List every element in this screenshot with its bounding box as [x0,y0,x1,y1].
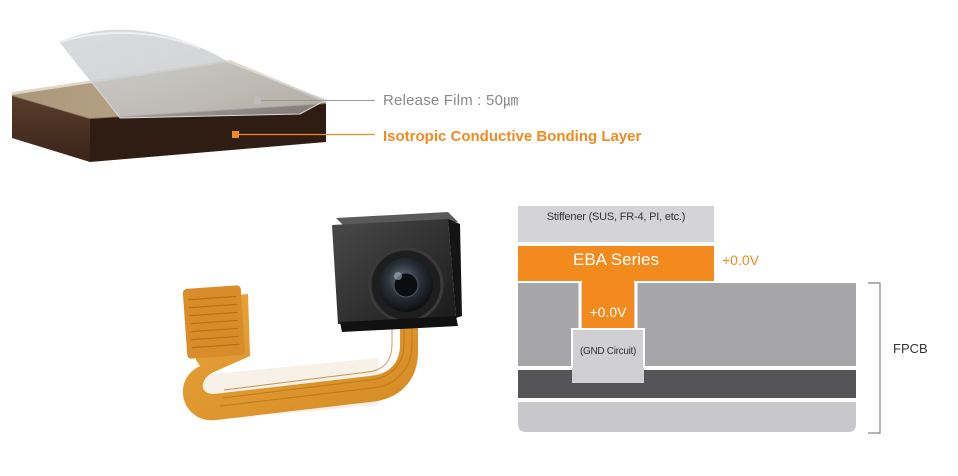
stiffener-layer [518,206,714,242]
camera-module-illustration [182,212,462,421]
eba-layer [518,246,714,281]
bonding-layer-marker [232,131,239,138]
gnd-circuit-label: (GND Circuit) [579,346,637,357]
fpcb-upper-layer [518,283,856,366]
via-voltage-label: +0.0V [589,304,627,320]
fpcb-label: FPCB [893,341,928,356]
bonding-layer-label: Isotropic Conductive Bonding Layer [383,128,642,145]
cross-section-diagram [518,206,881,434]
release-film [59,29,328,119]
fpcb-dark-layer [518,370,856,398]
eba-series-label: EBA Series [573,250,659,269]
eba-via [582,281,634,329]
bonding-layer-front [12,95,90,162]
fpcb-bottom-layer [518,402,856,432]
release-film-label: Release Film : 50㎛ [383,92,519,109]
eba-voltage-label: +0.0V [722,252,759,268]
bonding-film-illustration [12,29,375,162]
release-film-marker [254,97,261,104]
stiffener-label: Stiffener (SUS, FR-4, PI, etc.) [546,211,686,223]
camera-body-side [448,219,462,318]
fpcb-bracket [868,282,881,434]
